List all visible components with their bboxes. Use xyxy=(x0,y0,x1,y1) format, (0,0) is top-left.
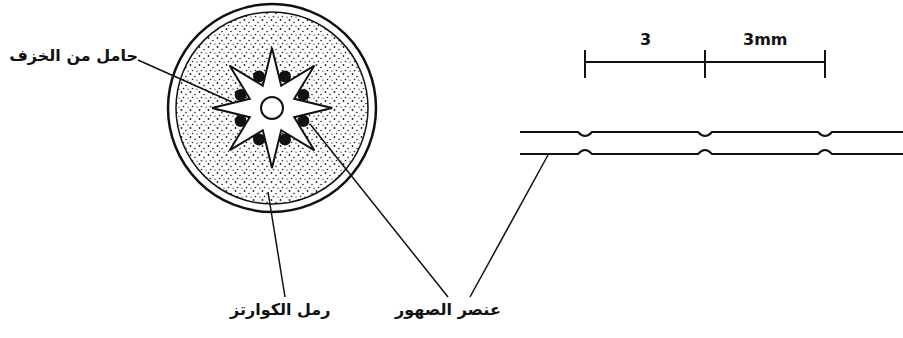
leader-lines xyxy=(138,60,548,297)
dimension-label: 3mm xyxy=(743,30,787,49)
ceramic-carrier xyxy=(212,48,332,168)
dimension-line xyxy=(585,50,825,78)
part-label: رمل الكوارتز xyxy=(230,300,330,319)
part-label: عنصر الصهور xyxy=(395,300,501,319)
quartz-sand xyxy=(176,12,368,204)
fuse-housing xyxy=(168,4,376,212)
fuse-strip xyxy=(520,132,903,154)
dimension-label: 3 xyxy=(640,30,651,49)
part-label: حامل من الخزف xyxy=(9,46,138,65)
carrier-bore xyxy=(261,97,283,119)
